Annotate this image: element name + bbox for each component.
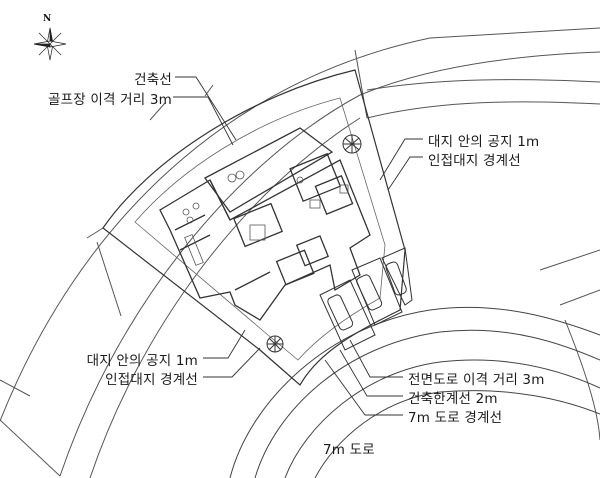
label-building-line: 건축선 <box>134 72 172 88</box>
label-open-space-bottom: 대지 안의 공지 1m <box>86 353 198 369</box>
label-building-limit-line: 건축한계선 2m <box>408 391 498 407</box>
label-golf-setback: 골프장 이격 거리 3m <box>48 92 172 108</box>
road-arcs <box>229 306 600 478</box>
furniture <box>182 170 349 266</box>
label-front-road-setback: 전면도로 이격 거리 3m <box>408 372 545 388</box>
site-boundary <box>102 69 406 386</box>
label-road-boundary: 7m 도로 경계선 <box>408 410 503 426</box>
tree-icon <box>266 134 362 353</box>
parking <box>319 247 413 351</box>
label-adjacent-boundary-bottom: 인접대지 경계선 <box>105 372 198 388</box>
label-road-name: 7m 도로 <box>323 442 375 458</box>
north-label: N <box>43 14 52 24</box>
outer-arcs <box>0 27 600 478</box>
leader-lines <box>173 76 423 416</box>
setback-line <box>134 97 386 361</box>
label-open-space-top: 대지 안의 공지 1m <box>428 134 540 150</box>
north-arrow-icon <box>33 27 67 61</box>
building <box>159 127 371 321</box>
right-parcels <box>366 79 600 441</box>
label-adjacent-boundary-top: 인접대지 경계선 <box>428 153 521 169</box>
